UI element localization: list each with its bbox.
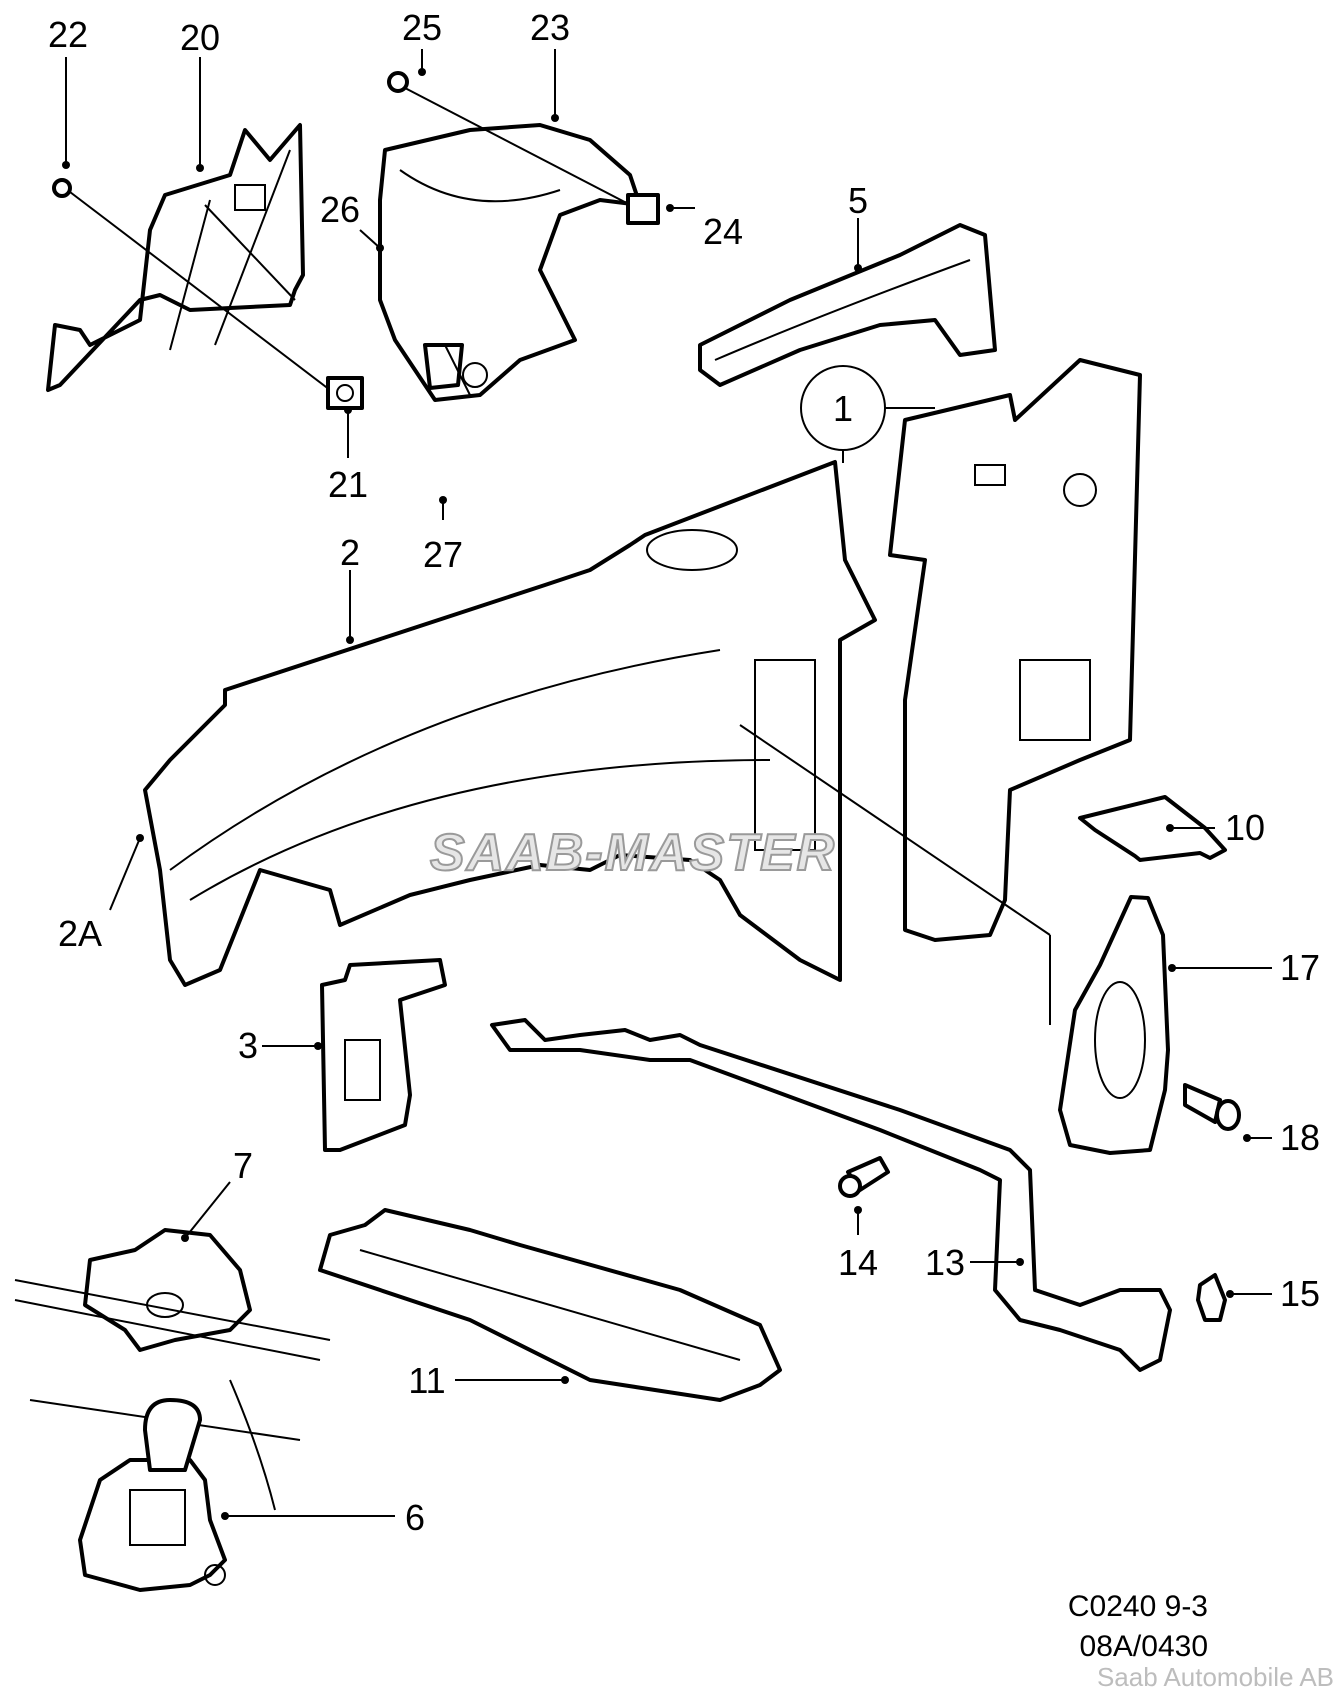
part-22-screw	[52, 178, 331, 391]
part-25-screw	[387, 71, 641, 211]
part-5-rail	[698, 223, 997, 387]
part-2-inner-fender	[143, 460, 1051, 1025]
part-27-bushing	[423, 343, 471, 396]
part-1-pillar	[888, 358, 1142, 942]
callout-5: 5	[848, 180, 868, 221]
callout-1: 1	[833, 388, 853, 429]
callout-20: 20	[180, 17, 220, 58]
part-3-bracket	[320, 958, 447, 1152]
part-21-clip	[326, 376, 364, 410]
callout-18: 18	[1280, 1117, 1320, 1158]
part-7-plate	[83, 1228, 252, 1352]
callout-23: 23	[530, 7, 570, 48]
part-14-bolt	[838, 1156, 890, 1198]
callout-10: 10	[1225, 807, 1265, 848]
copyright-text: Saab Automobile AB	[1096, 1662, 1334, 1692]
watermark: SAAB-MASTER	[429, 823, 837, 883]
part-15-clip	[1196, 1273, 1227, 1322]
part-20-bracket	[46, 123, 305, 392]
reference-code: 08A/0430	[1079, 1630, 1208, 1663]
part-13-rod	[490, 1018, 1172, 1372]
part-23-shield	[378, 123, 642, 402]
part-24-clip	[626, 193, 660, 225]
part-10-plate	[1078, 795, 1227, 862]
callout-labels: 1 2 2A 3 5 6 7 10 11 13 14 15 17 18 20 2…	[48, 7, 1320, 1538]
callout-26: 26	[320, 189, 360, 230]
part-18-screw	[1183, 1083, 1241, 1131]
callout-17: 17	[1280, 947, 1320, 988]
callout-2: 2	[340, 532, 360, 573]
part-17-cover	[1058, 895, 1170, 1155]
part-11-panel	[318, 1208, 782, 1402]
callout-11: 11	[408, 1360, 445, 1401]
diagram-code: C0240 9-3	[1067, 1590, 1208, 1623]
callout-6: 6	[405, 1497, 425, 1538]
callout-2a: 2A	[58, 913, 102, 954]
callout-13: 13	[925, 1242, 965, 1283]
leader-lines	[62, 49, 1272, 1520]
callout-24: 24	[703, 211, 743, 252]
callout-22: 22	[48, 14, 88, 55]
callout-27: 27	[423, 534, 463, 575]
callout-25: 25	[402, 7, 442, 48]
part-6-plate	[14, 1279, 331, 1592]
callout-3: 3	[238, 1025, 258, 1066]
callout-15: 15	[1280, 1273, 1320, 1314]
callout-7: 7	[233, 1145, 253, 1186]
callout-14: 14	[838, 1242, 878, 1283]
callout-21: 21	[328, 464, 368, 505]
